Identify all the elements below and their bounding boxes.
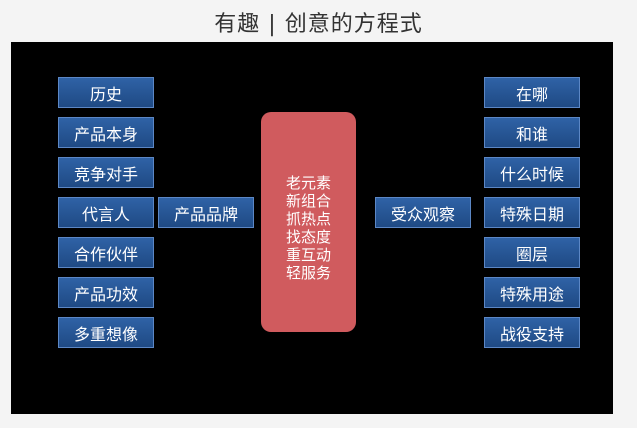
left-item-competitor: 竞争对手 <box>58 157 154 188</box>
audience-box: 受众观察 <box>375 197 471 228</box>
page-title: 有趣 | 创意的方程式 <box>214 12 423 37</box>
right-item-campaign-support: 战役支持 <box>484 317 580 348</box>
right-item-with-whom: 和谁 <box>484 117 580 148</box>
left-item-efficacy: 产品功效 <box>58 277 154 308</box>
right-item-special-date: 特殊日期 <box>484 197 580 228</box>
brand-box: 产品品牌 <box>158 197 254 228</box>
diagram-canvas: 历史 产品本身 竞争对手 代言人 合作伙伴 产品功效 多重想像 产品品牌 老元素… <box>11 42 613 414</box>
center-block: 老元素 新组合 抓热点 找态度 重互动 轻服务 <box>261 112 356 332</box>
center-line: 新组合 <box>285 192 331 210</box>
right-item-circle: 圈层 <box>484 237 580 268</box>
right-item-special-use: 特殊用途 <box>484 277 580 308</box>
left-item-product: 产品本身 <box>58 117 154 148</box>
right-item-when: 什么时候 <box>484 157 580 188</box>
center-line: 老元素 <box>285 174 331 192</box>
center-line: 轻服务 <box>285 264 331 282</box>
left-item-spokesperson: 代言人 <box>58 197 154 228</box>
left-item-history: 历史 <box>58 77 154 108</box>
center-line: 抓热点 <box>285 210 331 228</box>
right-item-where: 在哪 <box>484 77 580 108</box>
left-item-imagination: 多重想像 <box>58 317 154 348</box>
left-item-partner: 合作伙伴 <box>58 237 154 268</box>
center-line: 找态度 <box>285 228 331 246</box>
center-line: 重互动 <box>285 246 331 264</box>
